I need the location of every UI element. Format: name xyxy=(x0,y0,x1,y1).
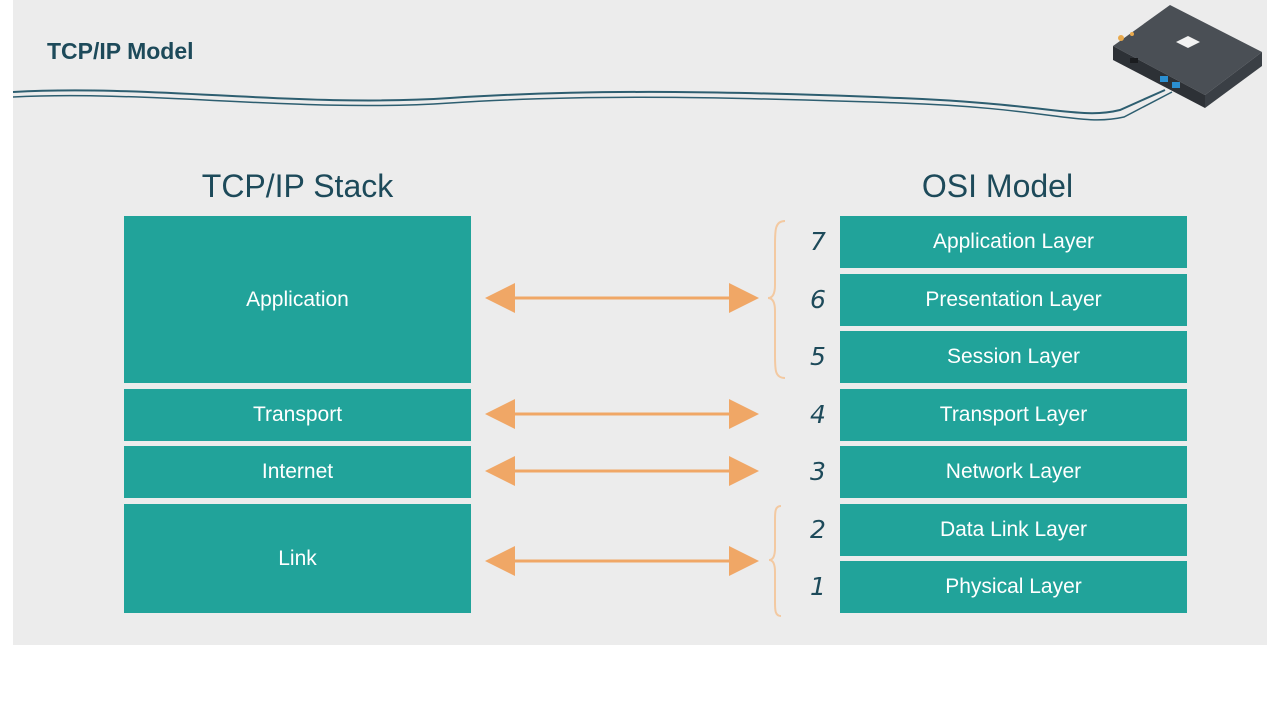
osi-number-5: 5 xyxy=(810,342,826,371)
osi-number-4: 4 xyxy=(810,400,826,429)
osi-network-layer: Network Layer xyxy=(840,446,1187,498)
osi-presentation-layer: Presentation Layer xyxy=(840,274,1187,326)
brace-application xyxy=(767,220,786,379)
osi-session-layer: Session Layer xyxy=(840,331,1187,383)
tcpip-transport-layer: Transport xyxy=(124,389,471,441)
osi-transport-layer: Transport Layer xyxy=(840,389,1187,441)
osi-number-3: 3 xyxy=(810,457,826,486)
page-title: TCP/IP Model xyxy=(47,38,194,64)
brace-link xyxy=(768,505,782,617)
osi-model-title: OSI Model xyxy=(921,168,1074,204)
tcpip-application-layer: Application xyxy=(124,216,471,383)
osi-physical-layer: Physical Layer xyxy=(840,561,1187,613)
osi-application-layer: Application Layer xyxy=(840,216,1187,268)
osi-data-link-layer: Data Link Layer xyxy=(840,504,1187,556)
tcpip-internet-layer: Internet xyxy=(124,446,471,498)
osi-number-7: 7 xyxy=(810,227,826,256)
osi-number-1: 1 xyxy=(810,572,826,601)
tcpip-stack-title: TCP/IP Stack xyxy=(201,168,394,204)
osi-number-6: 6 xyxy=(810,285,826,314)
osi-number-2: 2 xyxy=(810,515,826,544)
tcpip-link-layer: Link xyxy=(124,504,471,613)
